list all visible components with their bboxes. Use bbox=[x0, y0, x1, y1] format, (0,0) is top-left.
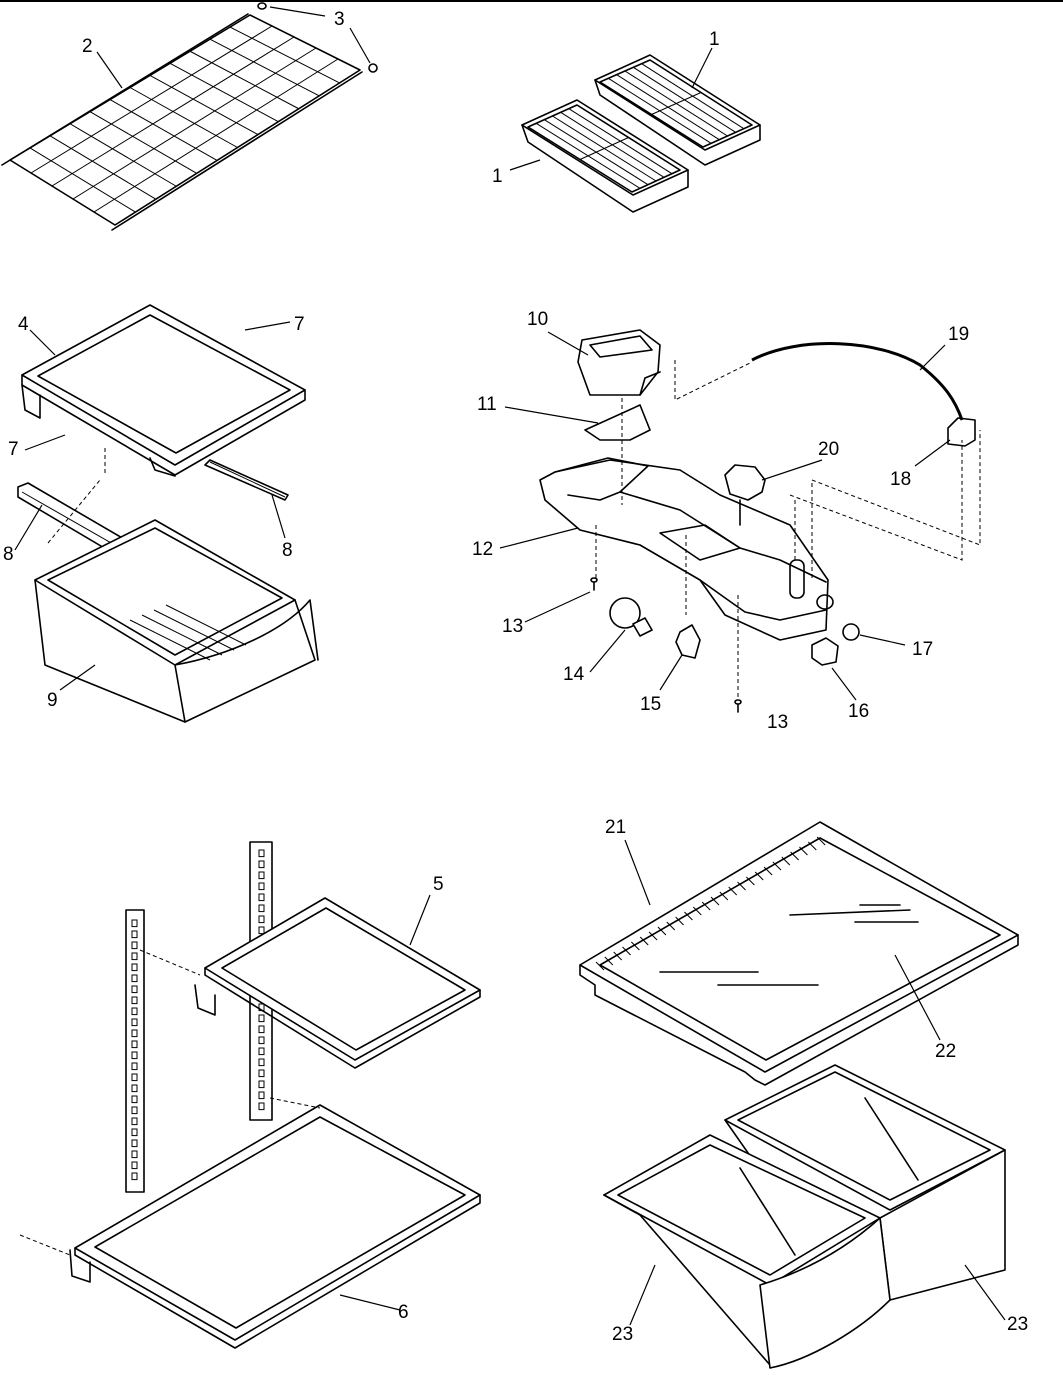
part-glass-shelf-large bbox=[69, 1104, 481, 1349]
top-border-line bbox=[0, 0, 1063, 2]
part-lamp-socket bbox=[675, 624, 701, 659]
callout-8-right-rail: 8 bbox=[282, 540, 293, 561]
callout-12-light-housing: 12 bbox=[472, 539, 493, 560]
callout-3-shelf-pins: 3 bbox=[334, 9, 345, 30]
callout-21-crisper-cover-frame: 21 bbox=[605, 817, 626, 838]
callout-1-front-tray: 1 bbox=[492, 166, 503, 187]
callout-9-crisper-drawer: 9 bbox=[47, 690, 58, 711]
part-light-bulb bbox=[609, 597, 653, 637]
part-wire-shelf bbox=[1, 13, 363, 231]
callout-18-terminal-block: 18 bbox=[890, 469, 911, 490]
callout-19-wire-harness: 19 bbox=[948, 324, 969, 345]
callout-20-thermostat: 20 bbox=[818, 439, 839, 460]
part-connector bbox=[842, 623, 860, 641]
part-crisper-cover bbox=[21, 304, 306, 477]
callout-14-light-bulb: 14 bbox=[563, 664, 585, 685]
part-thermostat bbox=[724, 464, 766, 526]
callout-13-screw-lower: 13 bbox=[767, 712, 788, 733]
callout-13-screw-upper: 13 bbox=[502, 616, 523, 637]
part-glass-shelf-small bbox=[194, 897, 481, 1069]
part-shelf-rack-upright-front bbox=[125, 909, 145, 1193]
callout-11-light-shield: 11 bbox=[477, 394, 497, 415]
part-light-shield bbox=[584, 404, 651, 441]
callout-17-connector: 17 bbox=[912, 639, 933, 660]
leader-lines bbox=[14, 6, 1006, 1326]
part-light-switch bbox=[811, 637, 839, 666]
part-ice-tray-front bbox=[521, 99, 689, 213]
callout-8-left-rail: 8 bbox=[3, 544, 14, 565]
part-terminal-block bbox=[947, 417, 976, 447]
part-screw-upper bbox=[590, 577, 598, 591]
callout-6-large-glass-shelf: 6 bbox=[398, 1302, 409, 1323]
part-crisper-cover-frame bbox=[579, 821, 1019, 1086]
callout-10-control-knob: 10 bbox=[527, 309, 548, 330]
callout-7-upper: 7 bbox=[294, 314, 305, 335]
callout-1-back-tray: 1 bbox=[709, 29, 720, 50]
part-crisper-drawer-left bbox=[603, 1134, 891, 1369]
part-wire-harness bbox=[751, 342, 964, 421]
callout-16-light-switch: 16 bbox=[848, 701, 869, 722]
callout-labels: 1 1 2 3 4 7 7 8 8 9 10 11 12 13 13 14 15… bbox=[3, 9, 1028, 1345]
callout-7-lower: 7 bbox=[8, 439, 19, 460]
part-ice-tray-back bbox=[594, 54, 761, 166]
part-crisper-drawer bbox=[34, 519, 319, 723]
part-slide-rail-right bbox=[204, 459, 289, 501]
callout-4-crisper-cover: 4 bbox=[18, 314, 29, 335]
part-shelf-pins bbox=[257, 2, 378, 73]
callout-5-small-glass-shelf: 5 bbox=[433, 874, 444, 895]
part-light-housing bbox=[539, 457, 834, 641]
part-screw-lower bbox=[734, 699, 742, 713]
callout-23-right-drawer: 23 bbox=[1007, 1314, 1028, 1335]
callout-23-left-drawer: 23 bbox=[612, 1324, 633, 1345]
callout-15-lamp-socket: 15 bbox=[640, 694, 661, 715]
callout-22-crisper-cover-glass: 22 bbox=[935, 1041, 956, 1062]
part-control-knob bbox=[577, 329, 661, 396]
part-crisper-drawer-right bbox=[724, 1064, 1006, 1301]
callout-2-wire-shelf: 2 bbox=[82, 36, 93, 57]
